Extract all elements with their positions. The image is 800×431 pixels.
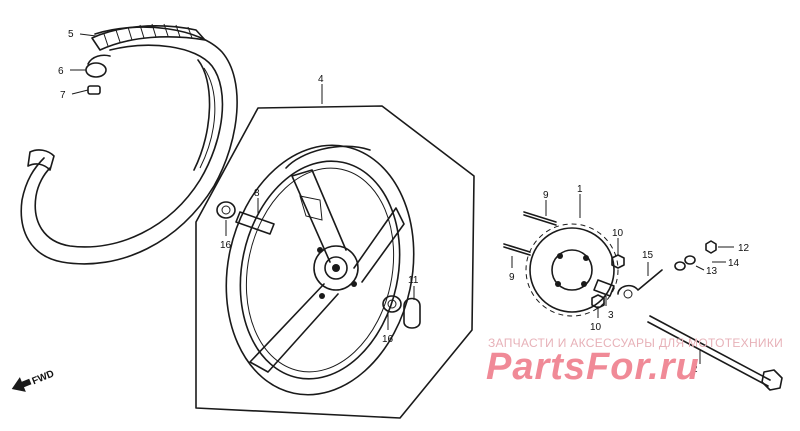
watermark-tagline: ЗАПЧАСТИ И АКСЕССУАРЫ ДЛЯ МОТОТЕХНИКИ	[488, 336, 784, 350]
callout-14: 14	[728, 258, 740, 269]
callout-5: 5	[68, 29, 74, 40]
callout-12: 12	[738, 243, 750, 254]
tire-assembly	[20, 23, 238, 265]
forward-arrow-icon	[11, 377, 32, 392]
callout-16-lower: 16	[382, 334, 394, 345]
callout-9-upper: 9	[543, 190, 549, 201]
callout-3: 3	[608, 310, 614, 321]
watermark-logo: PartsFor.ru	[486, 346, 700, 388]
callout-9-lower: 9	[509, 272, 515, 283]
forward-direction-indicator: FWD	[11, 369, 56, 392]
callout-1: 1	[577, 184, 583, 195]
callout-16-upper: 16	[220, 240, 232, 251]
callout-8: 8	[254, 188, 260, 199]
callout-7: 7	[60, 90, 66, 101]
callout-13: 13	[706, 266, 718, 277]
callout-10-lower: 10	[590, 322, 602, 333]
callout-11: 11	[408, 275, 419, 286]
fwd-label: FWD	[31, 369, 56, 388]
callout-4: 4	[318, 74, 324, 85]
callout-15: 15	[642, 250, 654, 261]
leader-lines	[70, 33, 734, 364]
wheel-assembly	[195, 105, 475, 419]
callout-10-upper: 10	[612, 228, 624, 239]
callout-labels: 5 6 7 4 8 16 11 16 1 9 9 10 10 3 15 12 1…	[58, 29, 750, 375]
callout-2: 2	[692, 364, 698, 375]
callout-6: 6	[58, 66, 64, 77]
sprocket-assembly	[503, 211, 783, 391]
